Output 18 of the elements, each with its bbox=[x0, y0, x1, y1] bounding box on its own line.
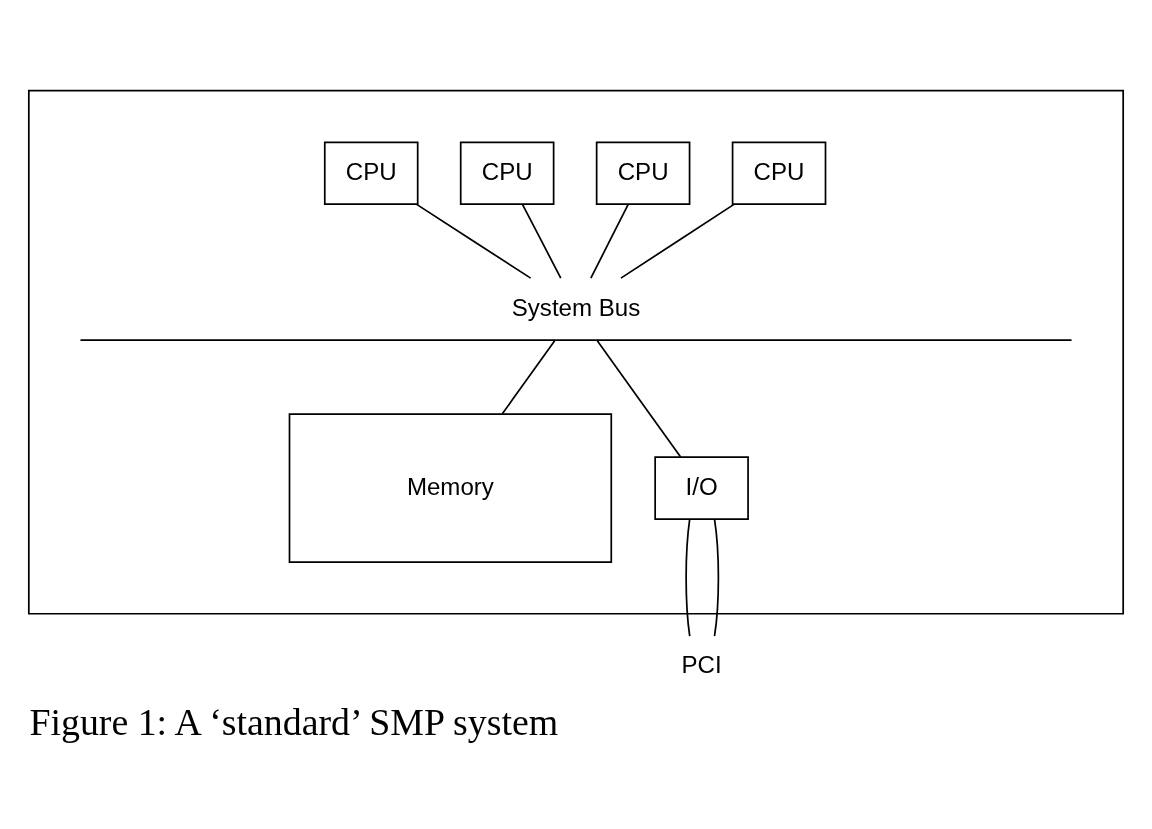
connector bbox=[590, 203, 630, 279]
connector bbox=[501, 339, 556, 415]
node-box: CPU bbox=[323, 140, 419, 205]
connector bbox=[620, 203, 735, 279]
node-box: I/O bbox=[654, 455, 749, 520]
connector bbox=[521, 203, 562, 279]
connector bbox=[713, 518, 720, 637]
connector bbox=[415, 203, 532, 279]
node-box: Memory bbox=[288, 412, 613, 563]
node-box: CPU bbox=[595, 140, 691, 205]
caption: Figure 1: A ‘standard’ SMP system bbox=[29, 700, 559, 743]
node-text: System Bus bbox=[511, 293, 641, 321]
connector bbox=[685, 518, 691, 637]
node-box: CPU bbox=[459, 140, 555, 205]
node-box: CPU bbox=[731, 140, 827, 205]
connector bbox=[596, 339, 682, 458]
node-text: PCI bbox=[681, 650, 722, 678]
cluster bbox=[27, 89, 1125, 615]
